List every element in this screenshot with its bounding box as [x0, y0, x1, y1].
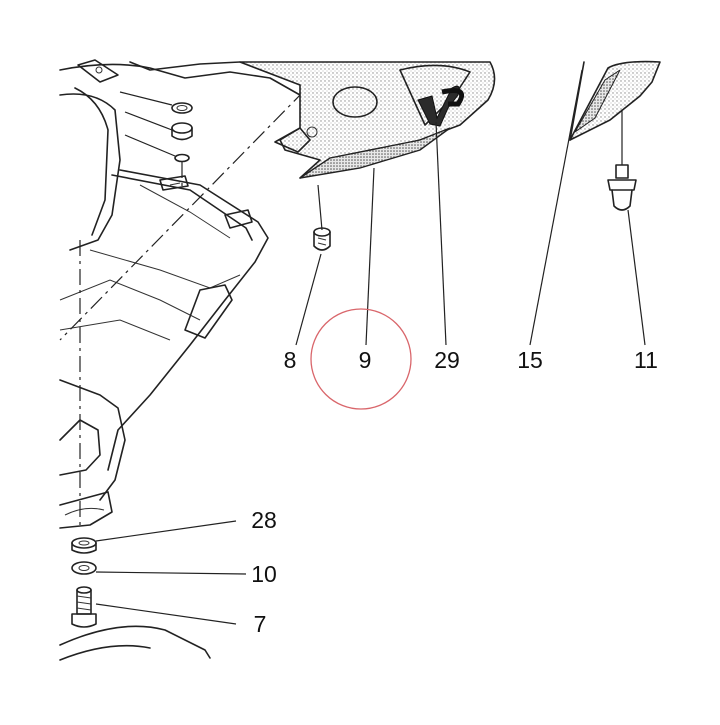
axis-line-diagonal	[59, 89, 306, 341]
callout-29: 29	[434, 347, 460, 373]
callout-9: 9	[359, 347, 372, 373]
leader-10	[95, 571, 247, 575]
leader-15	[529, 69, 583, 346]
highlight-circle	[310, 308, 412, 410]
washer-10	[71, 561, 97, 575]
bolt-7	[71, 586, 97, 628]
callout-15: 15	[517, 347, 543, 373]
fairing-panel	[129, 61, 496, 179]
callout-11: 11	[634, 347, 658, 373]
leader-7	[95, 603, 237, 625]
screw-8	[313, 184, 331, 251]
leader-28	[95, 520, 237, 542]
frame-top-bracket	[77, 59, 119, 83]
frame-structure	[59, 63, 301, 661]
leader-11	[627, 209, 646, 346]
nut-washer-stack	[119, 91, 193, 163]
vp-logo-badge	[417, 85, 464, 127]
leader-8	[295, 253, 322, 346]
washer-28	[71, 537, 97, 554]
callout-7: 7	[254, 611, 267, 637]
callout-28: 28	[251, 507, 277, 533]
callout-10: 10	[251, 561, 277, 587]
leader-29	[435, 121, 447, 346]
leader-9	[365, 167, 375, 346]
callout-8: 8	[284, 347, 297, 373]
side-fairing-piece	[569, 60, 661, 141]
push-fastener-11	[607, 110, 637, 211]
